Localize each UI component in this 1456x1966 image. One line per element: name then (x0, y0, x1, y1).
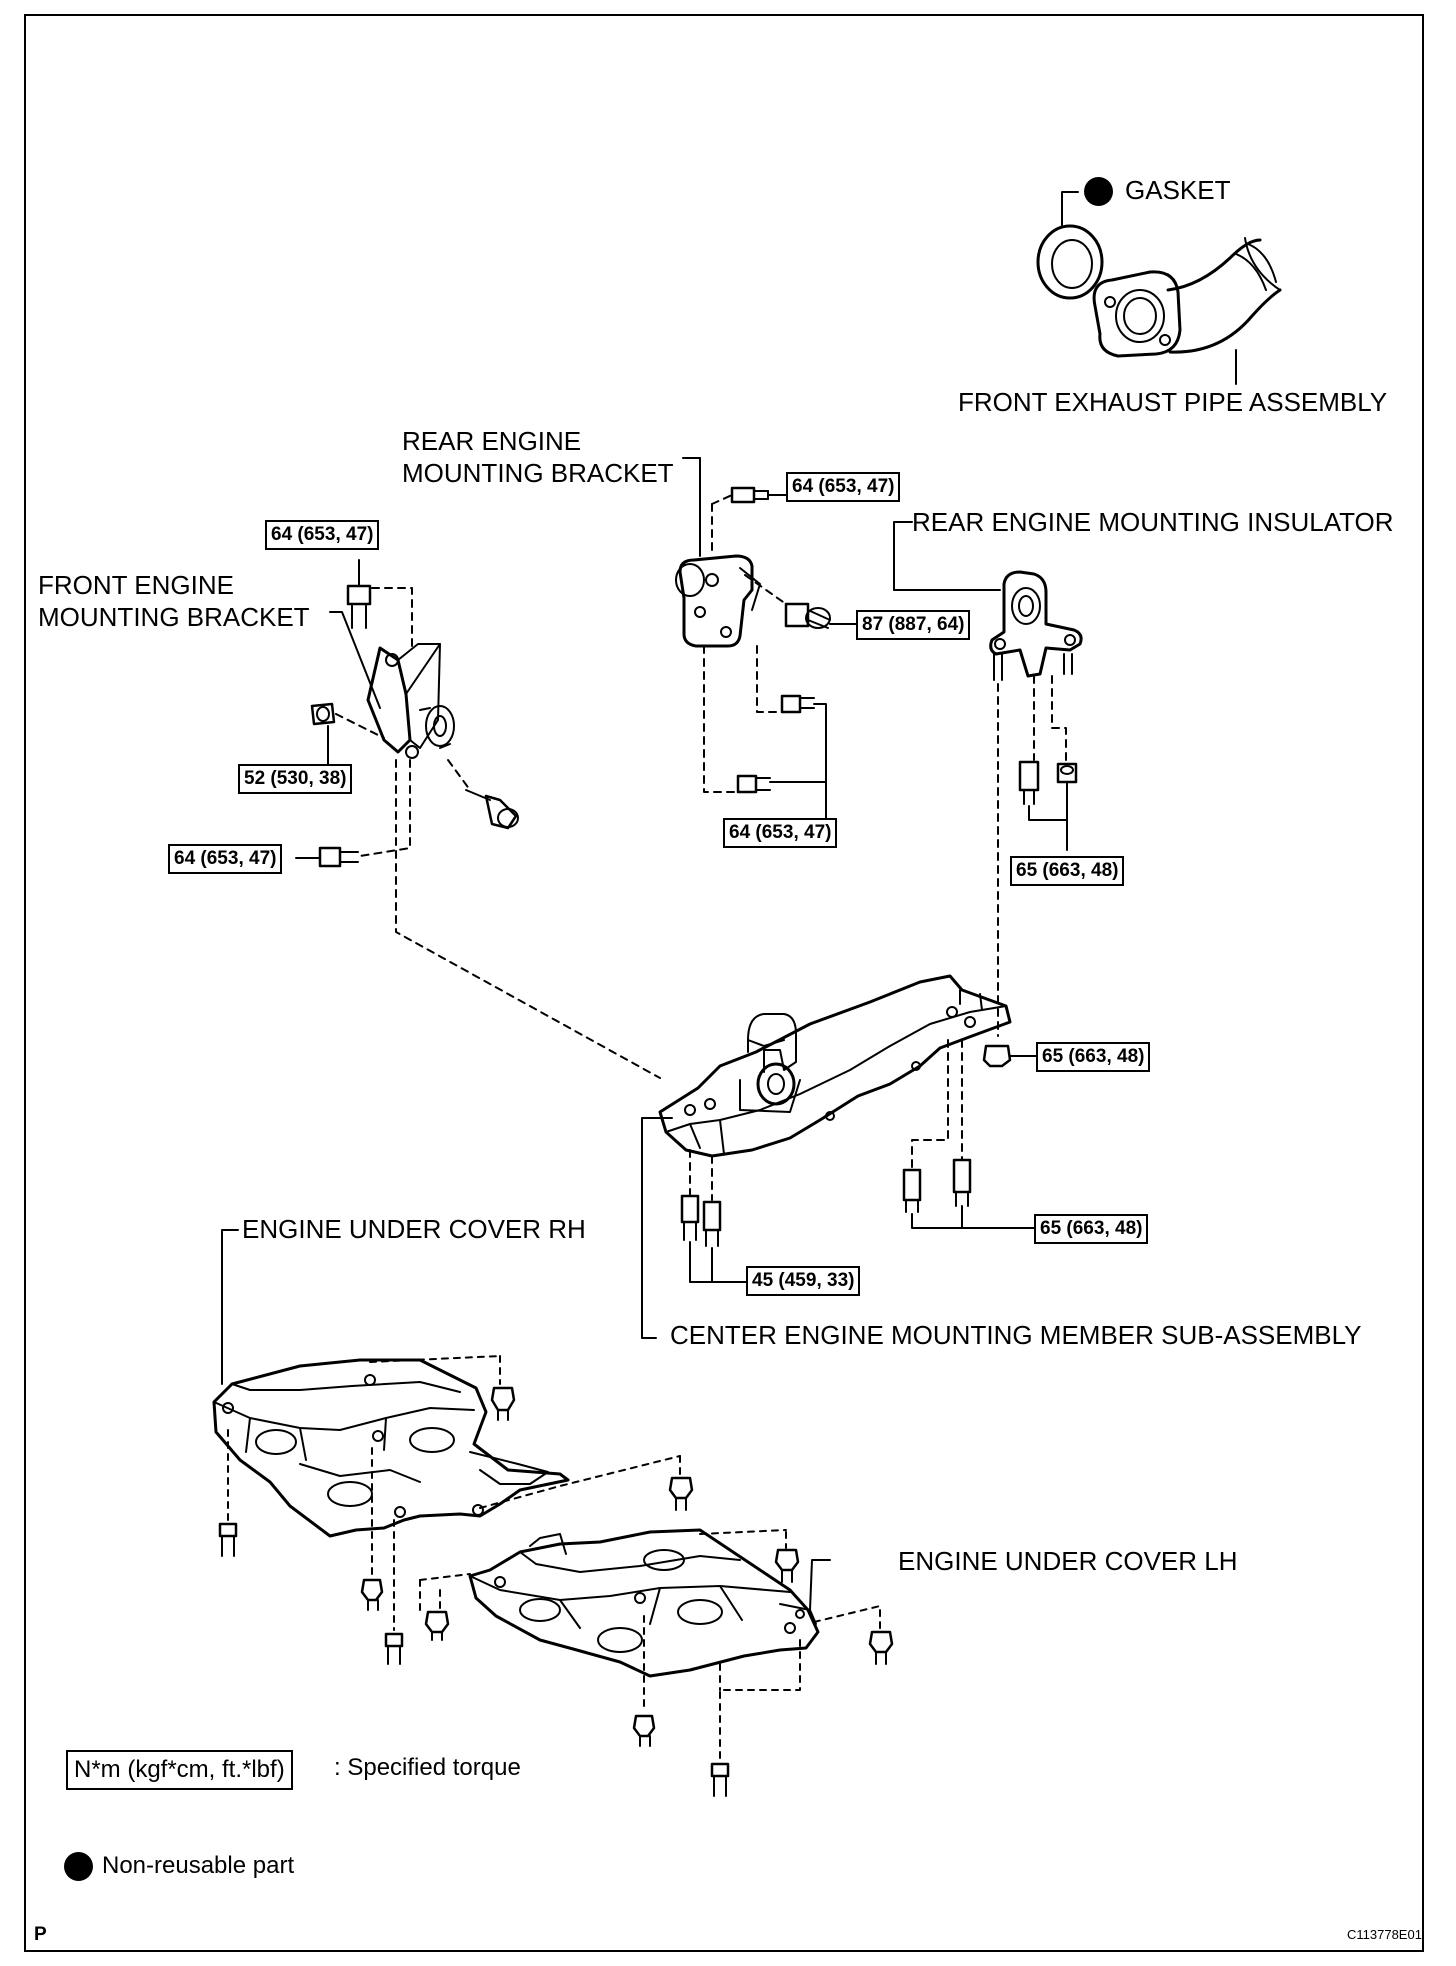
lh-clip-3 (632, 1714, 656, 1747)
figure-code: C113778E01 (1347, 1927, 1422, 1942)
rear-engine-mounting-bracket-part (675, 554, 761, 648)
nonreusable-dot-gasket (1084, 177, 1113, 206)
legend-nonreusable-dot (64, 1852, 93, 1881)
front-top-bolt (346, 584, 372, 629)
label-front-exhaust-pipe: FRONT EXHAUST PIPE ASSEMBLY (958, 387, 1388, 417)
rh-clip-3 (668, 1476, 694, 1511)
label-under-cover-lh: ENGINE UNDER COVER LH (898, 1546, 1238, 1576)
torque-member-front-bolts: 45 (459, 33) (746, 1266, 861, 1296)
label-front-bracket-line1: FRONT ENGINE (38, 570, 234, 600)
lh-clip-4 (424, 1610, 450, 1641)
corner-letter: P (34, 1924, 47, 1945)
rh-bolt-2 (384, 1632, 404, 1665)
insulator-bolt-1 (1018, 760, 1040, 805)
center-member-rear-bolt-1 (902, 1168, 922, 1213)
rear-lower-bolt-1 (780, 694, 815, 714)
diagram-frame (24, 14, 1424, 1952)
lh-bolt-1 (710, 1762, 730, 1797)
torque-member-nut: 65 (663, 48) (1036, 1042, 1151, 1072)
lh-clip-1 (774, 1548, 800, 1583)
insulator-nut-2 (1056, 762, 1078, 784)
rear-side-bolt (784, 602, 831, 629)
under-cover-lh-leader (809, 1559, 831, 1611)
torque-front-bottom: 64 (653, 47) (168, 844, 283, 874)
front-engine-mounting-bracket-part (366, 643, 455, 759)
torque-rear-top: 64 (653, 47) (786, 472, 901, 502)
lh-clip-2 (868, 1630, 894, 1665)
front-bottom-bolt (318, 846, 359, 868)
center-member-front-bolt-2 (702, 1200, 722, 1247)
engine-under-cover-rh-part (212, 1358, 570, 1538)
front-nut (310, 702, 336, 726)
torque-front-top: 64 (653, 47) (265, 520, 380, 550)
label-under-cover-rh: ENGINE UNDER COVER RH (242, 1214, 586, 1244)
front-bracket-leader (329, 611, 381, 709)
rear-top-bolt (730, 486, 769, 504)
rh-clip-1 (490, 1386, 516, 1421)
label-gasket: GASKET (1125, 175, 1231, 205)
torque-rear-bottom: 64 (653, 47) (723, 818, 838, 848)
gasket-leader (1061, 191, 1079, 227)
label-rear-bracket-line1: REAR ENGINE (402, 426, 582, 456)
rear-lower-bolt-2 (736, 774, 771, 794)
label-rear-insulator: REAR ENGINE MOUNTING INSULATOR (912, 507, 1394, 537)
rh-bolt-1 (218, 1522, 238, 1557)
center-engine-mounting-member-part (658, 974, 1012, 1158)
legend-torque-desc: : Specified torque (334, 1754, 521, 1781)
center-member-leader (641, 1117, 673, 1339)
torque-front-nut: 52 (530, 38) (238, 764, 353, 794)
gasket-part (1036, 224, 1104, 300)
label-rear-bracket-line2: MOUNTING BRACKET (402, 458, 674, 488)
rear-engine-mounting-insulator-part (989, 570, 1083, 681)
under-cover-rh-leader (221, 1229, 239, 1385)
legend-nonreusable-text: Non-reusable part (102, 1852, 295, 1879)
center-member-rear-bolt-2 (952, 1158, 972, 1207)
insulator-leader (893, 521, 913, 591)
center-member-front-bolt-1 (680, 1194, 700, 1241)
torque-insulator-bolts: 65 (663, 48) (1010, 856, 1125, 886)
front-side-bolt (465, 789, 519, 830)
rh-clip-2 (360, 1578, 384, 1611)
label-front-bracket-line2: MOUNTING BRACKET (38, 602, 310, 632)
legend-torque-units: N*m (kgf*cm, ft.*lbf) (66, 1750, 293, 1790)
label-center-member: CENTER ENGINE MOUNTING MEMBER SUB-ASSEMB… (670, 1320, 1362, 1350)
center-member-nut (982, 1044, 1012, 1068)
torque-member-rear-bolts: 65 (663, 48) (1034, 1214, 1149, 1244)
torque-rear-side: 87 (887, 64) (856, 610, 971, 640)
front-exhaust-pipe-part (1092, 237, 1282, 358)
